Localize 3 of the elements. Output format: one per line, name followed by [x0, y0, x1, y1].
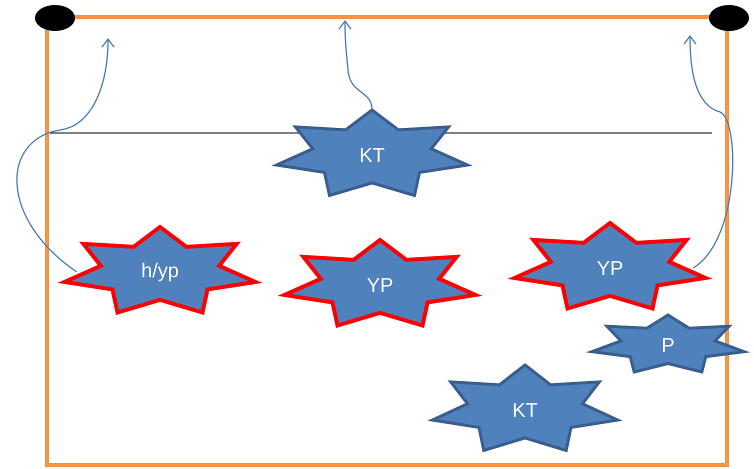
arrow — [16, 38, 115, 273]
arrow — [338, 20, 373, 110]
arrow — [683, 35, 734, 268]
